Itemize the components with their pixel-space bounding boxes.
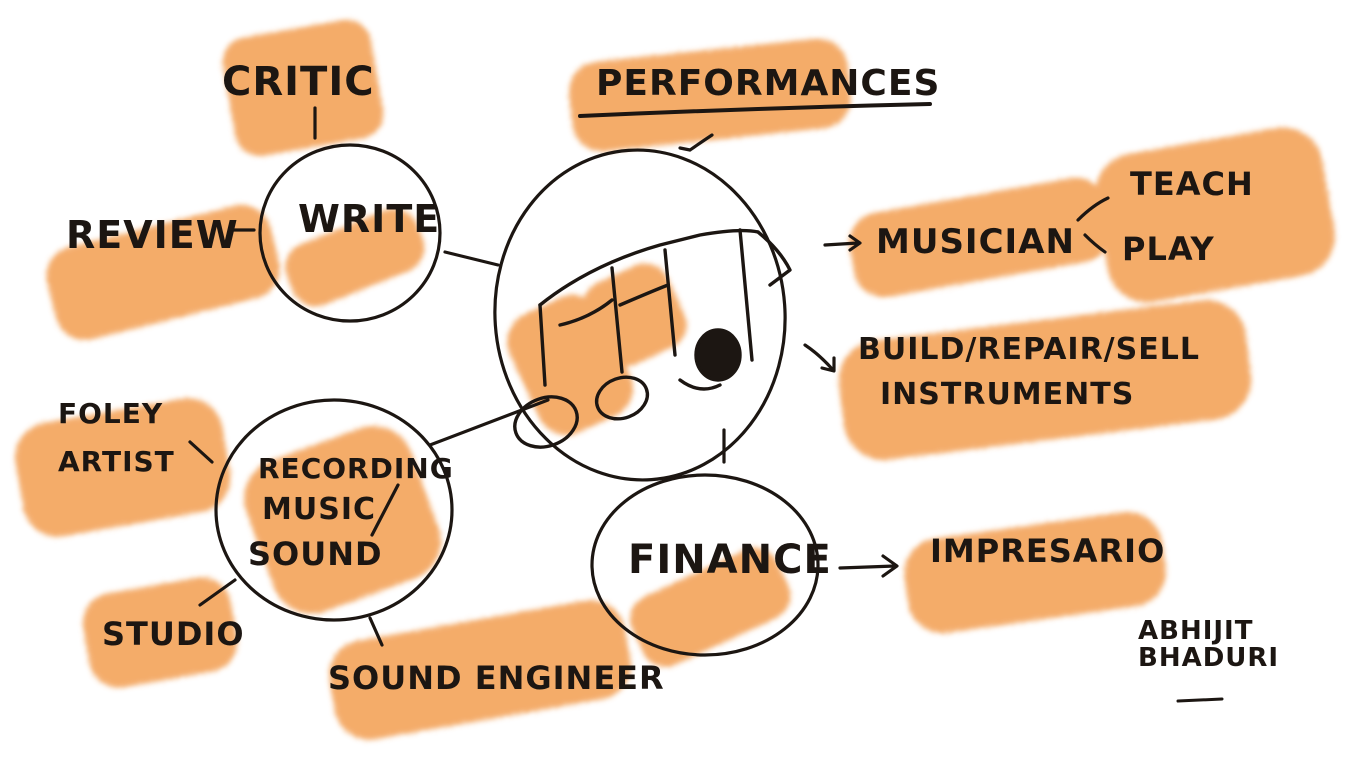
label-sound-engineer: SOUND ENGINEER [328,659,665,697]
swatch-critic [222,19,384,157]
label-write: WRITE [298,197,441,241]
connector-engineer [368,616,384,647]
music-notes-icon [513,228,792,449]
label-recording-line2: MUSIC [262,492,376,527]
swatch-performances [569,38,851,152]
recording-circle [214,398,454,622]
ink-strokes [188,102,1224,703]
label-performances: PERFORMANCES [596,63,941,104]
signature-line2: BHADURI [1138,643,1280,674]
label-finance: FINANCE [628,537,832,583]
finance-circle [590,473,820,657]
connector-write-center [443,250,500,267]
swatch-build [838,300,1252,460]
connector-recording-center [428,398,550,447]
connector-studio [198,578,237,607]
swatch-foley [15,398,231,537]
label-musician: MUSICIAN [876,222,1075,262]
write-circle [258,143,442,323]
label-foley-line2: ARTIST [58,445,175,478]
label-play: PLAY [1122,230,1215,268]
label-critic: CRITIC [222,59,375,105]
label-build-line1: BUILD/REPAIR/SELL [858,332,1200,367]
signature: ABHIJIT BHADURI [1138,616,1280,674]
connector-foley [188,440,214,464]
connector-teach [1076,196,1110,222]
label-recording-line1: RECORDING [258,452,454,485]
label-teach: TEACH [1130,165,1254,203]
label-foley-line1: FOLEY [58,397,164,430]
swatch-engineer [329,600,631,740]
swatch-finance [630,547,791,668]
label-studio: STUDIO [102,615,245,653]
label-recording-line3: SOUND [248,535,383,573]
highlight-swatches [15,19,1335,740]
connector-play [1083,233,1107,254]
arrow-impresario [838,554,899,578]
swatch-write [285,208,425,307]
recording-slash [370,483,400,537]
label-impresario: IMPRESARIO [930,532,1166,570]
swatch-teach [1095,127,1335,303]
swatch-recording [244,425,441,614]
connector-performances [678,133,714,152]
swatch-musician [849,177,1111,298]
performances-underline [578,102,932,118]
swatch-impresario [904,511,1166,634]
signature-underline [1176,697,1224,703]
arrow-build [803,343,836,373]
arrow-musician [823,234,862,252]
signature-line1: ABHIJIT [1138,616,1254,646]
label-review: REVIEW [66,213,239,257]
swatch-review [46,204,280,341]
label-build-line2: INSTRUMENTS [880,377,1135,412]
center-circle [493,148,787,482]
